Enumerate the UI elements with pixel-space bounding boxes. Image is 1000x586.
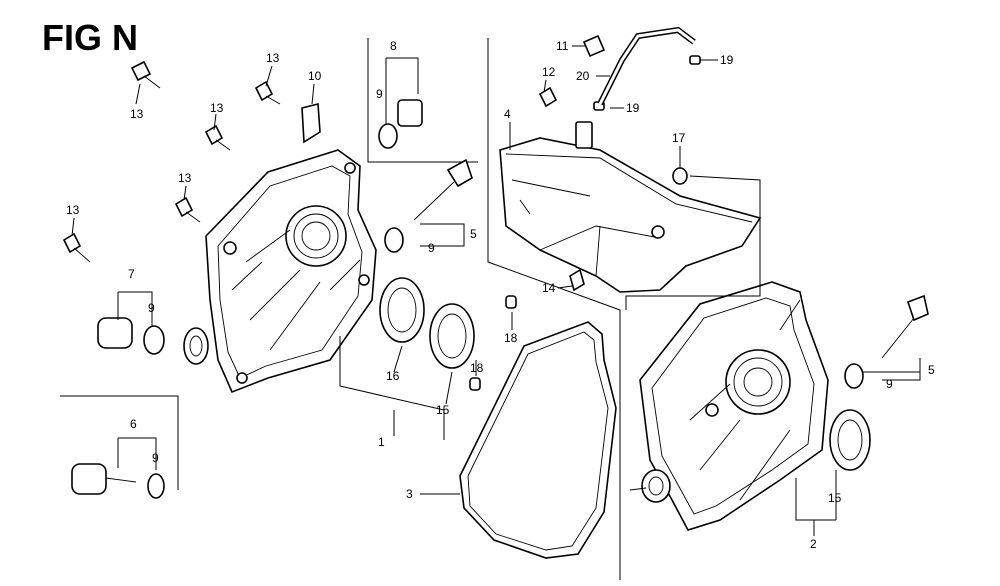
label-18: 18	[470, 361, 484, 375]
label-2: 2	[810, 537, 817, 551]
label-10: 10	[308, 69, 322, 83]
gasket	[459, 321, 617, 559]
crankcase-cover-left	[183, 149, 377, 394]
label-18: 18	[504, 331, 518, 345]
group-frames	[60, 38, 621, 580]
label-17: 17	[672, 131, 686, 145]
label-9: 9	[886, 377, 893, 391]
fuel-tank	[499, 121, 762, 293]
label-13: 13	[66, 203, 80, 217]
label-15: 15	[828, 491, 842, 505]
leader-lines	[71, 45, 921, 536]
label-13: 13	[178, 171, 192, 185]
label-9: 9	[428, 241, 435, 255]
fuel-hose	[597, 26, 696, 106]
label-14: 14	[542, 281, 556, 295]
fasteners	[62, 34, 929, 495]
label-6: 6	[130, 417, 137, 431]
label-5: 5	[928, 363, 935, 377]
label-13: 13	[210, 101, 224, 115]
label-11: 11	[556, 39, 569, 53]
label-19: 19	[720, 53, 734, 67]
label-5: 5	[470, 227, 477, 241]
label-8: 8	[390, 39, 397, 53]
label-9: 9	[152, 451, 159, 465]
label-1: 1	[378, 435, 385, 449]
figure-title: FIG N	[42, 17, 138, 58]
label-12: 12	[542, 65, 556, 79]
label-9: 9	[376, 87, 383, 101]
label-19: 19	[626, 101, 640, 115]
label-7: 7	[128, 267, 135, 281]
crankcase-cover-right	[639, 281, 829, 531]
bearings-seals	[143, 123, 871, 499]
label-9: 9	[148, 301, 155, 315]
label-13: 13	[130, 107, 144, 121]
part-labels: 13 13 13 13 13 10 8 9 7 9 6 9 5 9 16 15 …	[66, 39, 935, 551]
label-15: 15	[436, 403, 450, 417]
label-20: 20	[576, 69, 590, 83]
label-13: 13	[266, 51, 280, 65]
label-16: 16	[386, 369, 400, 383]
label-3: 3	[406, 487, 413, 501]
label-4: 4	[504, 107, 511, 121]
